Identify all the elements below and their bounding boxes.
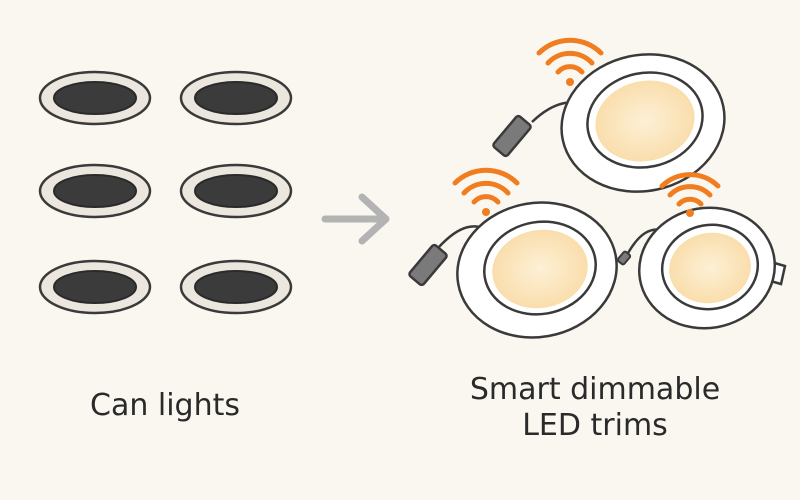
led-trim-icon: [637, 206, 787, 330]
arrow-right-icon: [321, 193, 390, 245]
can-lights-caption: Can lights: [90, 388, 240, 423]
can-light-icon: [179, 163, 293, 219]
can-light-icon: [179, 70, 293, 126]
led-trim-top: [492, 37, 726, 193]
wifi-icon: [659, 172, 721, 217]
smart-led-trims-caption: Smart dimmable LED trims: [410, 372, 780, 444]
driver-box-icon: [616, 250, 632, 266]
can-light-icon: [38, 259, 152, 315]
led-trim-icon: [560, 53, 726, 193]
driver-box-icon: [408, 243, 448, 287]
wifi-icon: [452, 167, 520, 216]
can-light-icon: [38, 163, 152, 219]
can-light-icon: [179, 259, 293, 315]
caption-line-2: LED trims: [522, 408, 668, 443]
driver-box-icon: [492, 114, 532, 158]
led-trim-icon: [456, 201, 618, 339]
can-light-icon: [38, 70, 152, 126]
led-trim-right: [616, 172, 787, 330]
can-lights-grid: [38, 70, 293, 315]
caption-line-1: Smart dimmable: [469, 372, 721, 407]
led-trim-middle: [408, 167, 618, 339]
wifi-icon: [536, 37, 604, 86]
